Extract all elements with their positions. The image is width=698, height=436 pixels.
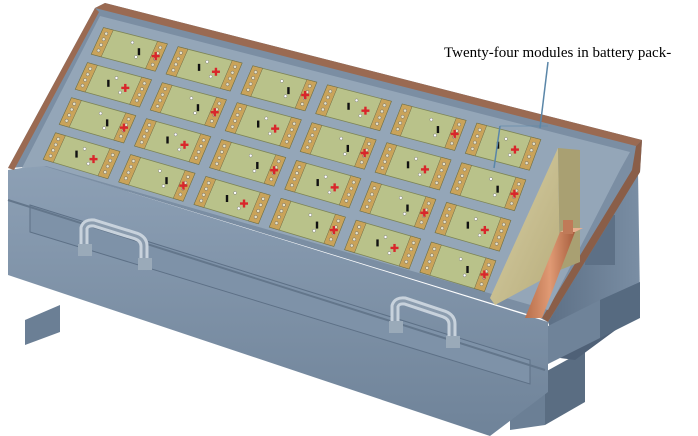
negative-terminal-mark	[316, 179, 319, 187]
negative-terminal-mark	[225, 195, 229, 203]
negative-terminal-mark	[466, 221, 470, 229]
positive-terminal-mark	[179, 181, 188, 190]
negative-terminal-mark	[376, 239, 379, 247]
right-handle	[389, 296, 460, 348]
battery-module	[149, 82, 227, 129]
battery-module	[165, 46, 243, 92]
positive-terminal-mark	[210, 108, 219, 117]
battery-module	[434, 201, 512, 252]
battery-module	[359, 181, 437, 230]
copper-busbar	[525, 220, 583, 318]
battery-module	[118, 154, 196, 202]
negative-terminal-mark	[496, 141, 500, 149]
negative-terminal-mark	[406, 204, 409, 212]
positive-terminal-mark	[510, 145, 519, 154]
positive-terminal-mark	[240, 199, 249, 208]
battery-module	[449, 162, 527, 212]
battery-module	[390, 103, 467, 151]
positive-terminal-mark	[480, 225, 489, 234]
battery-module	[90, 27, 168, 72]
positive-terminal-mark	[180, 140, 189, 149]
positive-terminal-mark	[301, 90, 310, 99]
negative-terminal-mark	[315, 221, 319, 229]
positive-terminal-mark	[361, 106, 370, 115]
negative-terminal-mark	[406, 161, 410, 169]
negative-terminal-mark	[256, 120, 260, 128]
battery-module	[268, 197, 346, 247]
inner-wall	[490, 148, 560, 305]
negative-terminal-mark	[107, 79, 110, 87]
negative-terminal-mark	[347, 102, 350, 110]
positive-terminal-mark	[360, 148, 369, 157]
positive-terminal-mark	[329, 226, 338, 235]
negative-terminal-mark	[346, 144, 349, 152]
battery-module	[419, 241, 497, 292]
positive-terminal-mark	[211, 67, 220, 76]
negative-terminal-mark	[436, 126, 440, 134]
negative-terminal-mark	[137, 48, 141, 56]
positive-terminal-mark	[89, 155, 98, 164]
positive-terminal-mark	[480, 270, 489, 279]
battery-module	[58, 97, 137, 144]
battery-module	[374, 142, 452, 191]
negative-terminal-mark	[75, 150, 78, 158]
battery-module	[209, 139, 287, 187]
positive-terminal-mark	[270, 166, 279, 175]
battery-module	[224, 102, 302, 149]
modules-callout-label: Twenty-four modules in battery pack-	[444, 45, 672, 61]
negative-terminal-mark	[105, 119, 109, 127]
left-handle	[78, 218, 152, 270]
negative-terminal-mark	[466, 265, 469, 273]
battery-module	[284, 160, 362, 209]
positive-terminal-mark	[510, 189, 519, 198]
callout-leaders	[493, 61, 549, 169]
battery-module	[42, 132, 121, 180]
battery-module	[299, 122, 377, 170]
positive-terminal-mark	[420, 165, 429, 174]
negative-terminal-mark	[256, 161, 259, 169]
negative-terminal-mark	[166, 136, 169, 144]
battery-module	[240, 65, 318, 112]
positive-terminal-mark	[271, 124, 280, 133]
battery-modules	[42, 27, 542, 292]
battery-module	[464, 122, 542, 171]
battery-module	[315, 84, 392, 132]
positive-terminal-mark	[119, 123, 128, 132]
battery-module	[74, 62, 153, 108]
positive-terminal-mark	[420, 208, 429, 217]
negative-terminal-mark	[196, 104, 200, 112]
positive-terminal-mark	[151, 52, 160, 61]
positive-terminal-mark	[121, 83, 130, 92]
negative-terminal-mark	[496, 185, 499, 193]
positive-terminal-mark	[450, 129, 459, 138]
negative-terminal-mark	[197, 63, 201, 71]
battery-module	[344, 219, 422, 270]
positive-terminal-mark	[390, 243, 399, 252]
battery-module	[133, 118, 212, 165]
positive-terminal-mark	[330, 183, 339, 192]
negative-terminal-mark	[165, 177, 168, 185]
battery-module	[193, 176, 271, 225]
negative-terminal-mark	[287, 87, 290, 95]
